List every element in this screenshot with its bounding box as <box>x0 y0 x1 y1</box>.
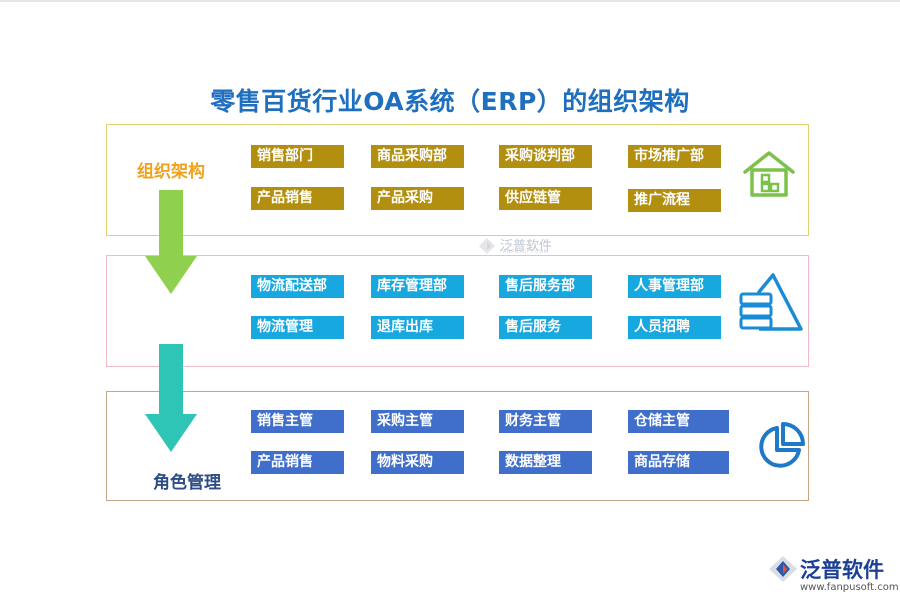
org-tag: 销售部门 <box>251 145 344 168</box>
logo-url: www.fanpusoft.com <box>800 582 899 593</box>
org-tag: 产品销售 <box>251 187 344 210</box>
role-tag: 仓储主管 <box>628 410 729 433</box>
org-structure-panel <box>106 124 809 236</box>
dept-tag: 售后服务部 <box>499 275 592 298</box>
role-tag: 商品存储 <box>628 451 729 474</box>
role-tag: 财务主管 <box>499 410 592 433</box>
department-panel <box>106 255 809 367</box>
org-tag: 推广流程 <box>628 189 721 212</box>
fanpu-logo-icon <box>769 556 797 582</box>
logo-text: 泛普软件 <box>800 558 884 582</box>
dept-tag: 退库出库 <box>371 316 464 339</box>
fanpu-logo-icon <box>479 238 495 254</box>
watermark: 泛普软件 FANPUSOFT.COM <box>478 235 568 257</box>
role-tag: 采购主管 <box>371 410 464 433</box>
org-tag: 产品采购 <box>371 187 464 210</box>
pie-chart-icon <box>759 422 805 468</box>
dept-tag: 物流管理 <box>251 316 344 339</box>
org-structure-label: 组织架构 <box>137 162 205 182</box>
org-tag: 供应链管 <box>499 187 592 210</box>
org-tag: 采购谈判部 <box>499 145 592 168</box>
org-tag: 市场推广部 <box>628 145 721 168</box>
home-icon <box>743 151 795 197</box>
page-title: 零售百货行业OA系统（ERP）的组织架构 <box>210 87 690 116</box>
dept-tag: 人员招聘 <box>628 316 721 339</box>
watermark-subtext: FANPUSOFT.COM <box>500 249 549 255</box>
role-tag: 产品销售 <box>251 451 344 474</box>
role-management-label: 角色管理 <box>153 473 221 493</box>
org-tag: 商品采购部 <box>371 145 464 168</box>
dept-tag: 售后服务 <box>499 316 592 339</box>
top-divider <box>0 0 900 2</box>
role-panel <box>106 391 809 501</box>
role-tag: 物料采购 <box>371 451 464 474</box>
brand-logo: 泛普软件 www.fanpusoft.com <box>768 551 899 596</box>
role-tag: 数据整理 <box>499 451 592 474</box>
triangle-chart-icon <box>739 273 803 331</box>
dept-tag: 人事管理部 <box>628 275 721 298</box>
role-tag: 销售主管 <box>251 410 344 433</box>
down-arrow-icon <box>145 190 197 294</box>
dept-tag: 库存管理部 <box>371 275 464 298</box>
down-arrow-icon <box>145 344 197 452</box>
dept-tag: 物流配送部 <box>251 275 344 298</box>
watermark-text: 泛普软件 <box>500 239 553 254</box>
